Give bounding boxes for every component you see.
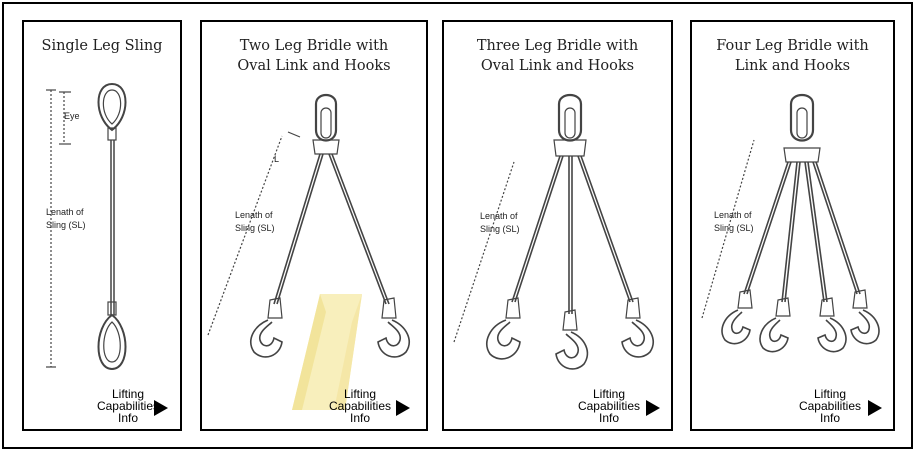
link-line-1: Lifting: [343, 387, 377, 401]
length-label-line-1: Lenath of: [235, 210, 273, 220]
lifting-capabilities-link[interactable]: Lifting Capabilities Info: [796, 388, 892, 428]
l-label: L: [274, 154, 279, 164]
lifting-capabilities-link[interactable]: Lifting Capabilities Info: [576, 388, 670, 428]
link-line-1: Lifting: [592, 387, 626, 401]
four-leg-bridle-diagram: Lenath of Sling (SL): [701, 93, 880, 353]
play-arrow-icon: [646, 400, 660, 416]
panel-single-leg-sling: Single Leg Sling Eye Lenath of Sling (SL…: [22, 20, 182, 431]
title-line-2: Oval Link and Hooks: [480, 58, 635, 74]
length-label-line-2: Sling (SL): [480, 224, 520, 234]
link-line-2: Capabilities: [96, 399, 160, 413]
three-leg-bridle-diagram: Lenath of Sling (SL): [453, 93, 654, 370]
link-line-1: Lifting: [111, 387, 145, 401]
link-line-2: Capabilities: [328, 399, 392, 413]
yellow-triangle-watermark: [292, 294, 362, 410]
eye-label: Eye: [64, 111, 80, 121]
link-line-2: Capabilities: [577, 399, 641, 413]
panel-two-leg-bridle: Two Leg Bridle with Oval Link and Hooks …: [200, 20, 428, 431]
single-leg-sling-diagram: Eye Lenath of Sling (SL): [46, 82, 127, 371]
length-label-line-2: Sling (SL): [46, 220, 86, 230]
length-label-line-1: Lenath of: [46, 207, 84, 217]
panel-three-leg-bridle: Three Leg Bridle with Oval Link and Hook…: [442, 20, 673, 431]
link-line-1: Lifting: [813, 387, 847, 401]
lifting-capabilities-link[interactable]: Lifting Capabilities Info: [96, 387, 180, 428]
panel-four-leg-bridle: Four Leg Bridle with Link and Hooks: [690, 20, 895, 431]
lifting-capabilities-link[interactable]: Lifting Capabilities Info: [328, 388, 424, 428]
link-line-3: Info: [598, 411, 619, 425]
panel-title: Single Leg Sling: [24, 36, 180, 56]
length-label-line-2: Sling (SL): [714, 223, 754, 233]
link-line-3: Info: [349, 411, 370, 425]
length-label-line-2: Sling (SL): [235, 223, 275, 233]
title-line-1: Three Leg Bridle with: [476, 38, 639, 54]
play-arrow-icon: [396, 400, 410, 416]
title-line-2: Link and Hooks: [734, 58, 851, 74]
panel-title: Four Leg Bridle with Link and Hooks: [692, 36, 893, 76]
title-line-2: Oval Link and Hooks: [237, 58, 391, 74]
panel-title: Three Leg Bridle with Oval Link and Hook…: [444, 36, 671, 76]
play-arrow-icon: [154, 400, 168, 416]
title-line-1: Single Leg Sling: [41, 38, 163, 54]
length-label-line-1: Lenath of: [714, 210, 752, 220]
two-leg-bridle-diagram: L Lenath of Sling (SL): [207, 93, 410, 410]
panel-title: Two Leg Bridle with Oval Link and Hooks: [202, 36, 426, 76]
title-line-1: Four Leg Bridle with: [716, 38, 869, 54]
link-line-3: Info: [117, 411, 138, 425]
title-line-1: Two Leg Bridle with: [239, 38, 389, 54]
play-arrow-icon: [868, 400, 882, 416]
length-label-line-1: Lenath of: [480, 211, 518, 221]
link-line-3: Info: [819, 411, 840, 425]
link-line-2: Capabilities: [798, 399, 862, 413]
